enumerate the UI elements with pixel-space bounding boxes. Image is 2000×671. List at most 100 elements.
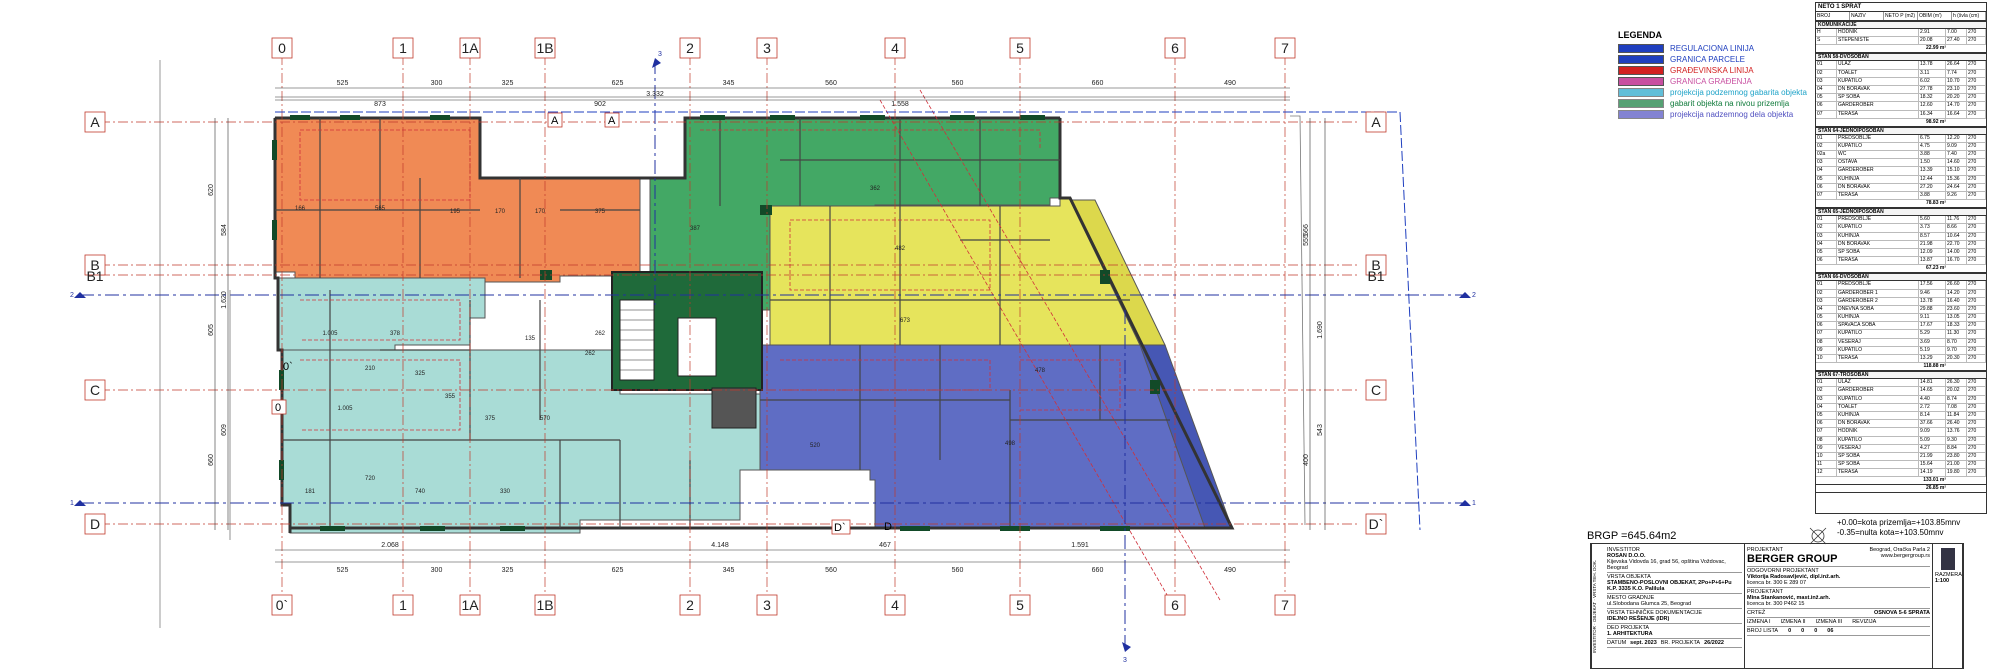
axis-bottom-8-text: 6 [1171, 597, 1179, 613]
table-cell: TERASA [1837, 110, 1919, 118]
room-dim-25: 181 [305, 489, 316, 495]
axis-bottom-6-text: 4 [891, 597, 899, 613]
dim-right-3: 543 [1317, 424, 1324, 436]
table-cell: 14.81 [1919, 379, 1946, 387]
table-cell: 07 [1816, 192, 1837, 200]
table-cell: 11.30 [1946, 330, 1967, 338]
dim-left-4: 660 [208, 454, 215, 466]
table-cell: 01 [1816, 216, 1837, 224]
table-cell: KUPATILO [1837, 436, 1919, 444]
room-dim-12: 135 [525, 336, 536, 342]
dim-left-2: 605 [208, 324, 215, 336]
axis-top-6: 4 [884, 37, 906, 59]
table-cell: 09 [1816, 346, 1837, 354]
axis-right-3-text: C [1371, 382, 1381, 398]
table-cell: 270 [1967, 330, 1986, 338]
axis-bottom-2: 1A [459, 594, 481, 616]
axis-left-1-text: B [90, 257, 99, 273]
brgp-label: BRGP =645.64m2 [1587, 530, 1677, 542]
room-dim-20: 520 [810, 443, 821, 449]
table-cell: 13.87 [1919, 257, 1946, 265]
section-arrows [74, 58, 1471, 652]
title-block-side: INVESTITOR · OBJEKAT · VRSTA TEH. DOK. [1591, 544, 1605, 668]
level-note: -0.35=nulta kota=+103.50mnv [1837, 528, 1944, 537]
dim-right-0: 566 [1303, 224, 1310, 236]
table-cell: 05 [1816, 175, 1837, 183]
table-cell: 270 [1967, 183, 1986, 191]
axis-top-7: 5 [1009, 37, 1031, 59]
table-cell: KUPATILO [1837, 224, 1919, 232]
table-cell: KUHINJA [1837, 175, 1919, 183]
axis-top-9-text: 7 [1281, 40, 1289, 56]
table-cell: GARDEROBER [1837, 387, 1919, 395]
table-cell: 270 [1967, 379, 1986, 387]
table-cell: 270 [1967, 289, 1986, 297]
dim-right-1: 1.690 [1317, 321, 1324, 339]
table-cell: 29.88 [1919, 305, 1946, 314]
axis-top-8-text: 6 [1171, 40, 1179, 56]
table-cell: 21.00 [1946, 461, 1967, 469]
table-cell: 27.78 [1919, 85, 1946, 94]
axis-right-0: A [1365, 111, 1387, 133]
table-cell: 9.26 [1946, 192, 1967, 200]
room-dim-24: 330 [500, 489, 511, 495]
table-cell: H [1816, 29, 1837, 37]
axis-left-4: D [84, 513, 106, 535]
axis-left-3-text: C [90, 382, 100, 398]
table-cell: 270 [1967, 436, 1986, 444]
table-cell: 270 [1967, 355, 1986, 363]
table-cell: 04 [1816, 85, 1837, 94]
table-cell: 3.69 [1919, 338, 1946, 346]
room-dim-4: 170 [535, 209, 546, 215]
table-cell: DN BORAVAK [1837, 240, 1919, 248]
table-cell: 14.20 [1946, 289, 1967, 297]
north-arrow-icon [1809, 527, 1827, 545]
table-cell: 06 [1816, 322, 1837, 330]
table-cell: SP SOBA [1837, 461, 1919, 469]
table-cell: 13.78 [1919, 61, 1946, 69]
room-dim-14: 1.005 [337, 406, 353, 412]
table-cell: 06 [1816, 257, 1837, 265]
dim-left-5: 609 [221, 424, 228, 436]
dim-right-4: 555 [1303, 234, 1310, 246]
room-dim-7: 387 [690, 226, 701, 232]
dim-top-1: 300 [431, 80, 443, 87]
table-cell: 270 [1967, 314, 1986, 322]
table-cell: 270 [1967, 77, 1986, 85]
area-table-grand-total: 26.85 m² [1816, 485, 1986, 494]
zone-terrace-yellow [1069, 199, 1166, 346]
svg-text:3: 3 [1123, 657, 1127, 664]
axis-top-6-text: 4 [891, 40, 899, 56]
dim-top2-2: 1.558 [891, 101, 909, 108]
axis-bottom-5-text: 3 [763, 597, 771, 613]
table-section-title: STAN 67-TROSOBAN [1816, 371, 1986, 380]
table-cell: 270 [1967, 94, 1986, 102]
table-cell: KUHINJA [1837, 411, 1919, 420]
svg-text:0`: 0` [283, 361, 293, 373]
table-cell: 270 [1967, 452, 1986, 461]
axis-right-2: B1 [1367, 268, 1384, 284]
table-cell: 270 [1967, 85, 1986, 94]
table-cell: 02 [1816, 387, 1837, 395]
room-dim-22: 498 [1005, 441, 1016, 447]
svg-text:A: A [551, 115, 559, 127]
table-cell: 13.78 [1919, 297, 1946, 305]
table-cell: 10 [1816, 355, 1837, 363]
table-section-title: STAN 66-DVOSOBAN [1816, 273, 1986, 282]
table-cell: 8.70 [1946, 338, 1967, 346]
dim-bottom2-0: 2.068 [381, 542, 399, 549]
room-dim-26: 210 [365, 366, 376, 372]
table-section-title: STAN 65-JEDNOIPOSOBAN [1816, 208, 1986, 217]
dim-top-total: 3.332 [646, 91, 664, 98]
axis-top-0-text: 0 [278, 40, 286, 56]
legend-swatch [1618, 66, 1664, 75]
table-cell: 270 [1967, 159, 1986, 167]
section-mark-labels: 2 2 1 1 3 3 [70, 51, 1476, 664]
table-cell: SP SOBA [1837, 248, 1919, 257]
table-cell: 24.64 [1946, 183, 1967, 191]
table-cell: 02 [1816, 224, 1837, 232]
